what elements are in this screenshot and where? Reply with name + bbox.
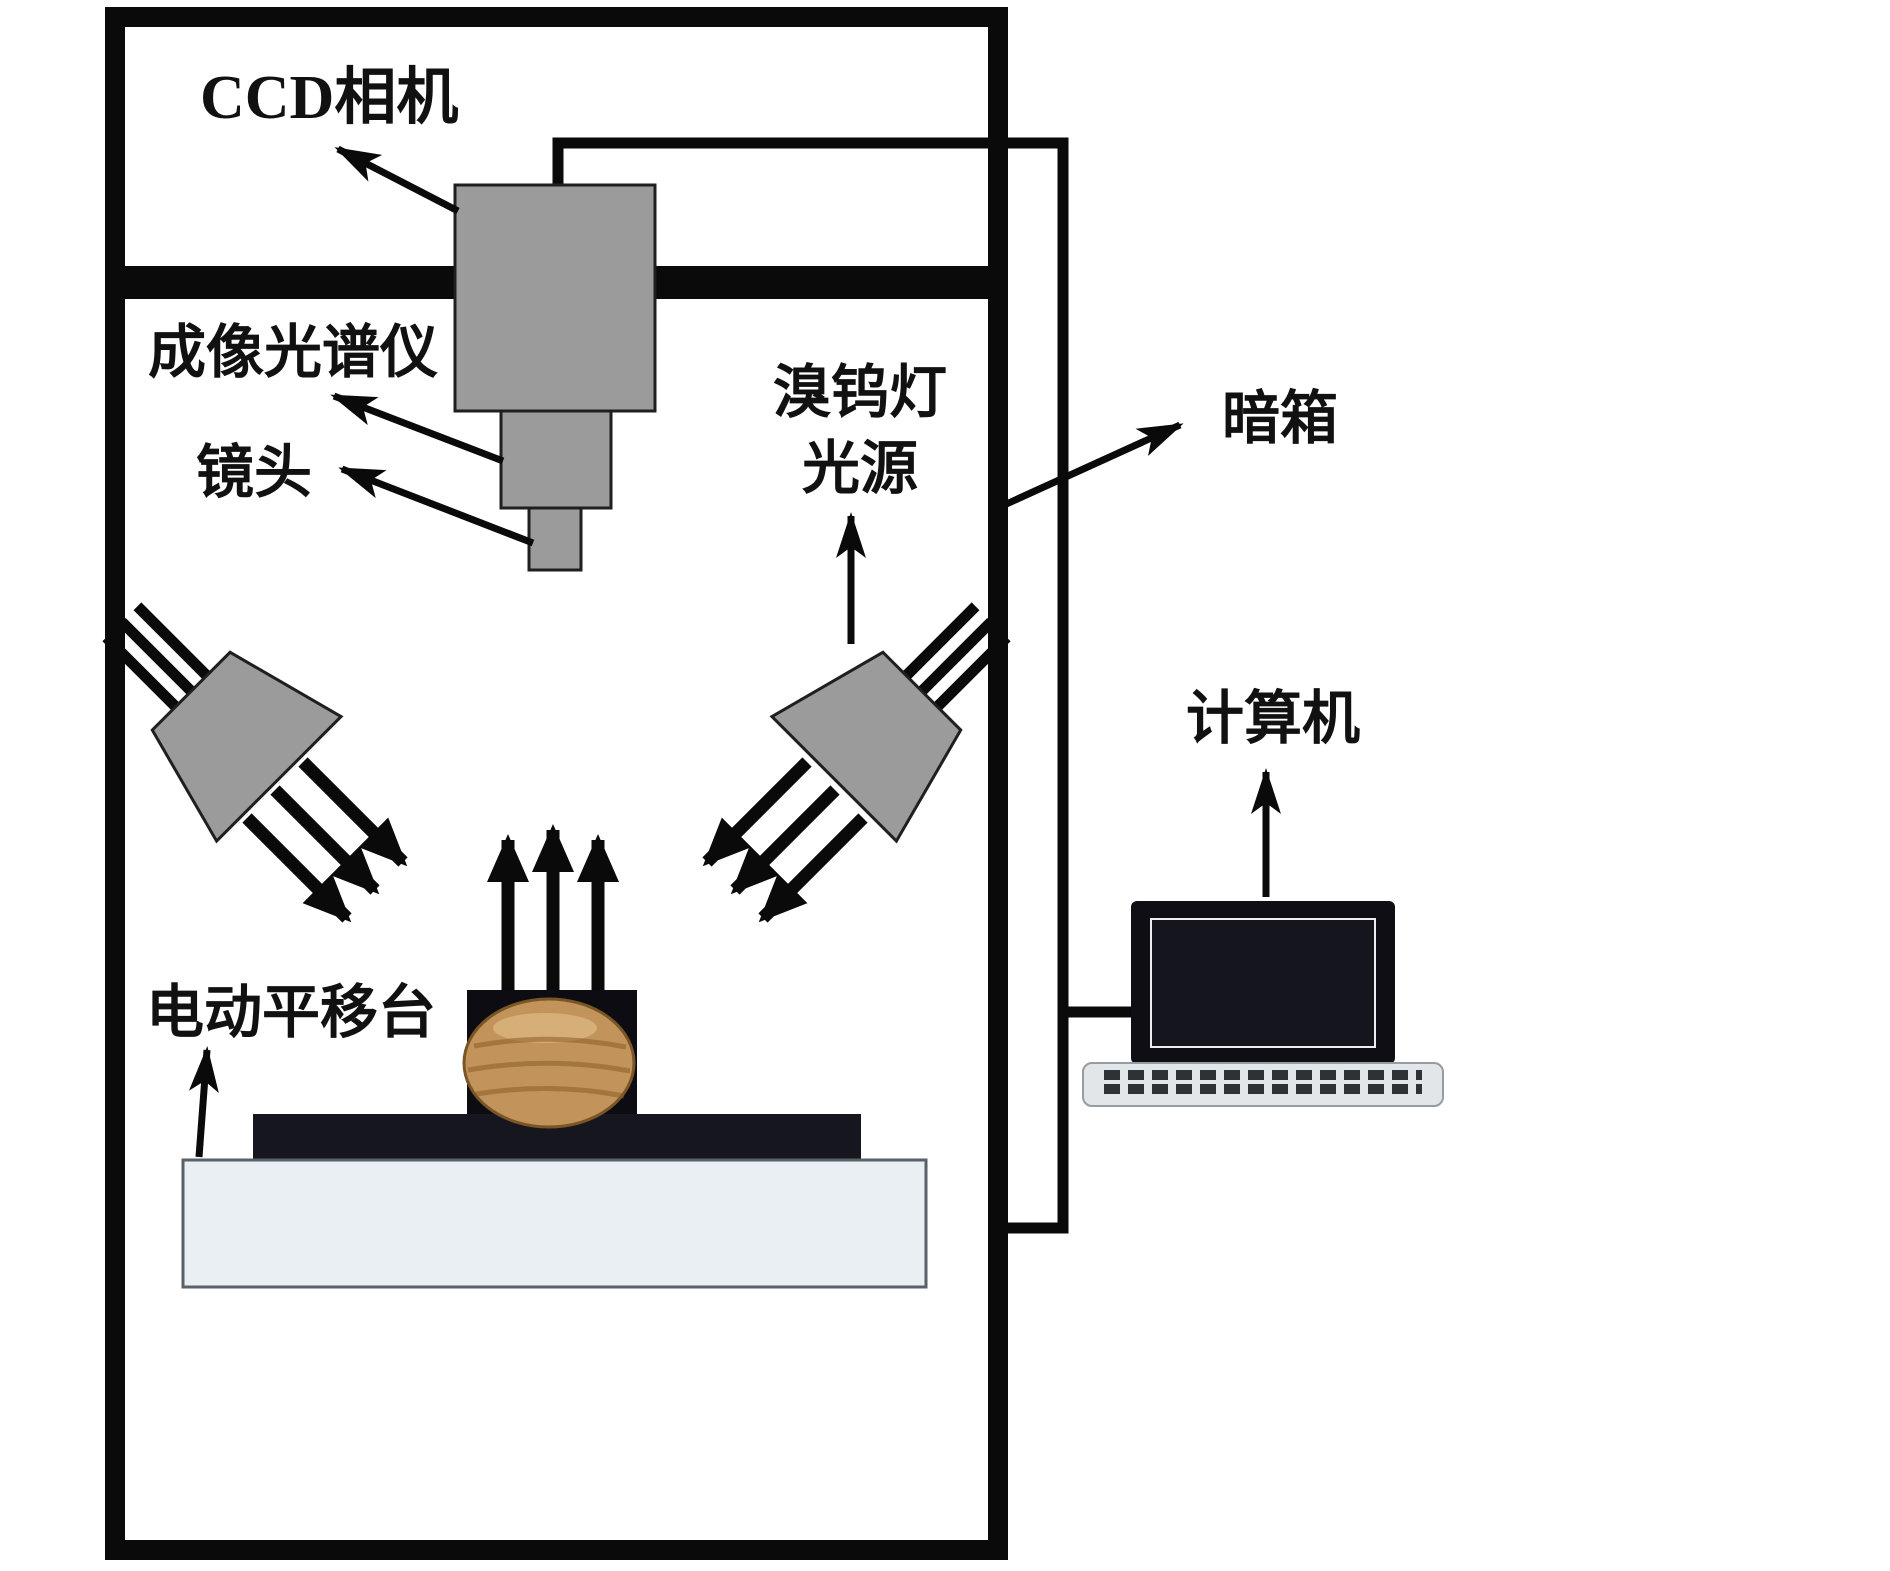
spectrometer-body [499, 409, 613, 510]
lamp-mount-bar [117, 617, 200, 700]
right-lamp [769, 602, 1011, 844]
arrow-stage [188, 1046, 219, 1158]
dark-box-outline [105, 7, 1008, 1560]
arrow-ccd-camera [334, 145, 460, 215]
lamp-head [769, 650, 963, 844]
label-lamp-line1: 溴钨灯 [773, 360, 947, 425]
label-computer: 计算机 [1186, 686, 1360, 751]
arrow-dark-box [1000, 421, 1184, 510]
lamp-mount-bar [102, 633, 185, 716]
label-dark-box: 暗箱 [1222, 386, 1338, 451]
laptop-screen [1150, 918, 1376, 1048]
label-stage: 电动平移台 [146, 980, 436, 1045]
beam-arrow-line [702, 757, 812, 867]
sample-potato [462, 997, 636, 1129]
annotation-arrows [188, 145, 1281, 1158]
beam-arrow-line [758, 813, 868, 923]
beam-arrow-line [298, 757, 408, 867]
label-lamp-line2: 光源 [802, 436, 918, 501]
stage-base [181, 1158, 928, 1289]
left-light-beam [242, 757, 408, 923]
potato-texture-line [467, 1060, 631, 1074]
ccd-camera-body [453, 183, 657, 413]
label-spectrometer: 成像光谱仪 [148, 320, 438, 385]
right-light-beam [702, 757, 868, 923]
arrow-lens [338, 465, 535, 547]
label-lens: 镜头 [196, 440, 312, 505]
reflected-light-beam [487, 824, 619, 998]
lamp-mount-bar [928, 633, 1011, 716]
left-lamp [102, 602, 344, 844]
laptop [1082, 901, 1444, 1107]
beam-arrow-line [730, 785, 840, 895]
lamp-mount-bar [913, 617, 996, 700]
label-ccd-camera: CCD相机 [200, 64, 458, 132]
lens-body [527, 506, 583, 572]
lamp-head [150, 650, 344, 844]
arrow-spectrometer [330, 392, 505, 465]
potato-texture-line [475, 1085, 625, 1099]
potato-highlight [493, 1013, 597, 1043]
beam-arrow-line [242, 813, 352, 923]
lamp-mount-bar [133, 602, 216, 685]
potato-texture-line [473, 1036, 627, 1050]
camera-to-computer-cable [552, 137, 1069, 1234]
beam-arrow-line [270, 785, 380, 895]
lamp-mount-bar [897, 602, 980, 685]
